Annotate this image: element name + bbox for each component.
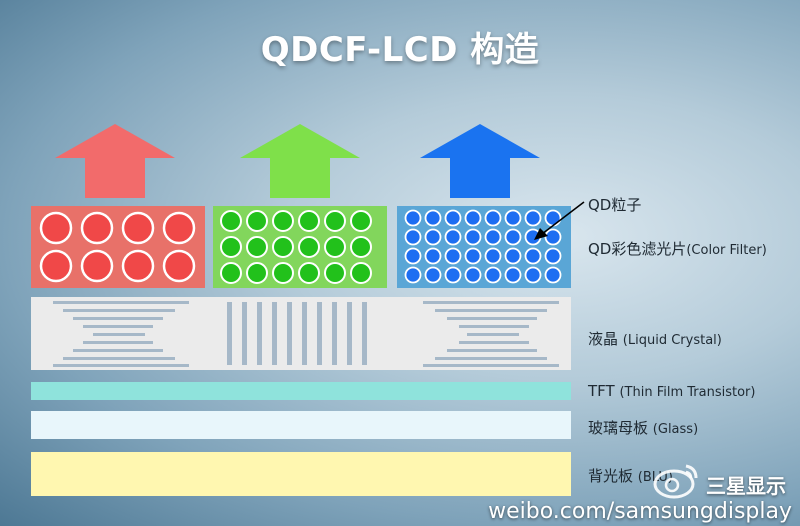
glass-layer bbox=[31, 411, 571, 439]
liquid-crystal-layer bbox=[31, 297, 571, 370]
qd-color-filter-green-panel bbox=[213, 206, 387, 288]
label-qd-color-filter: QD彩色滤光片(Color Filter) bbox=[588, 238, 767, 259]
label-liquid-crystal-main: 液晶 bbox=[588, 330, 619, 348]
qd-color-filter-blue-panel bbox=[397, 206, 571, 288]
label-glass: 玻璃母板 (Glass) bbox=[588, 417, 698, 438]
label-glass-sub: (Glass) bbox=[652, 422, 699, 437]
watermark-brand: 三星显示 bbox=[706, 474, 786, 498]
green-light-arrow-icon bbox=[240, 124, 360, 198]
label-tft-sub: (Thin Film Transistor) bbox=[619, 385, 756, 400]
qd-particle-pointer-icon bbox=[534, 201, 585, 240]
label-backlight-main: 背光板 bbox=[588, 467, 634, 485]
label-qd-particle: QD粒子 bbox=[588, 194, 641, 215]
label-glass-main: 玻璃母板 bbox=[588, 419, 649, 437]
qd-color-filter-red-panel bbox=[31, 206, 205, 288]
blue-light-arrow-icon bbox=[420, 124, 540, 198]
backlight-layer bbox=[31, 452, 571, 496]
label-qd-particle-text: QD粒子 bbox=[588, 196, 642, 214]
label-liquid-crystal-sub: (Liquid Crystal) bbox=[622, 333, 722, 348]
label-qd-color-filter-main: QD彩色滤光片 bbox=[588, 240, 687, 258]
diagram-title: QDCF-LCD 构造 bbox=[260, 30, 540, 70]
label-tft: TFT (Thin Film Transistor) bbox=[588, 382, 755, 400]
label-liquid-crystal: 液晶 (Liquid Crystal) bbox=[588, 328, 722, 349]
label-tft-main: TFT bbox=[588, 382, 615, 400]
tft-layer bbox=[31, 382, 571, 400]
weibo-logo-icon bbox=[653, 464, 698, 499]
watermark-url: weibo.com/samsungdisplay bbox=[488, 499, 792, 524]
label-qd-color-filter-sub: (Color Filter) bbox=[686, 243, 767, 258]
red-light-arrow-icon bbox=[55, 124, 175, 198]
